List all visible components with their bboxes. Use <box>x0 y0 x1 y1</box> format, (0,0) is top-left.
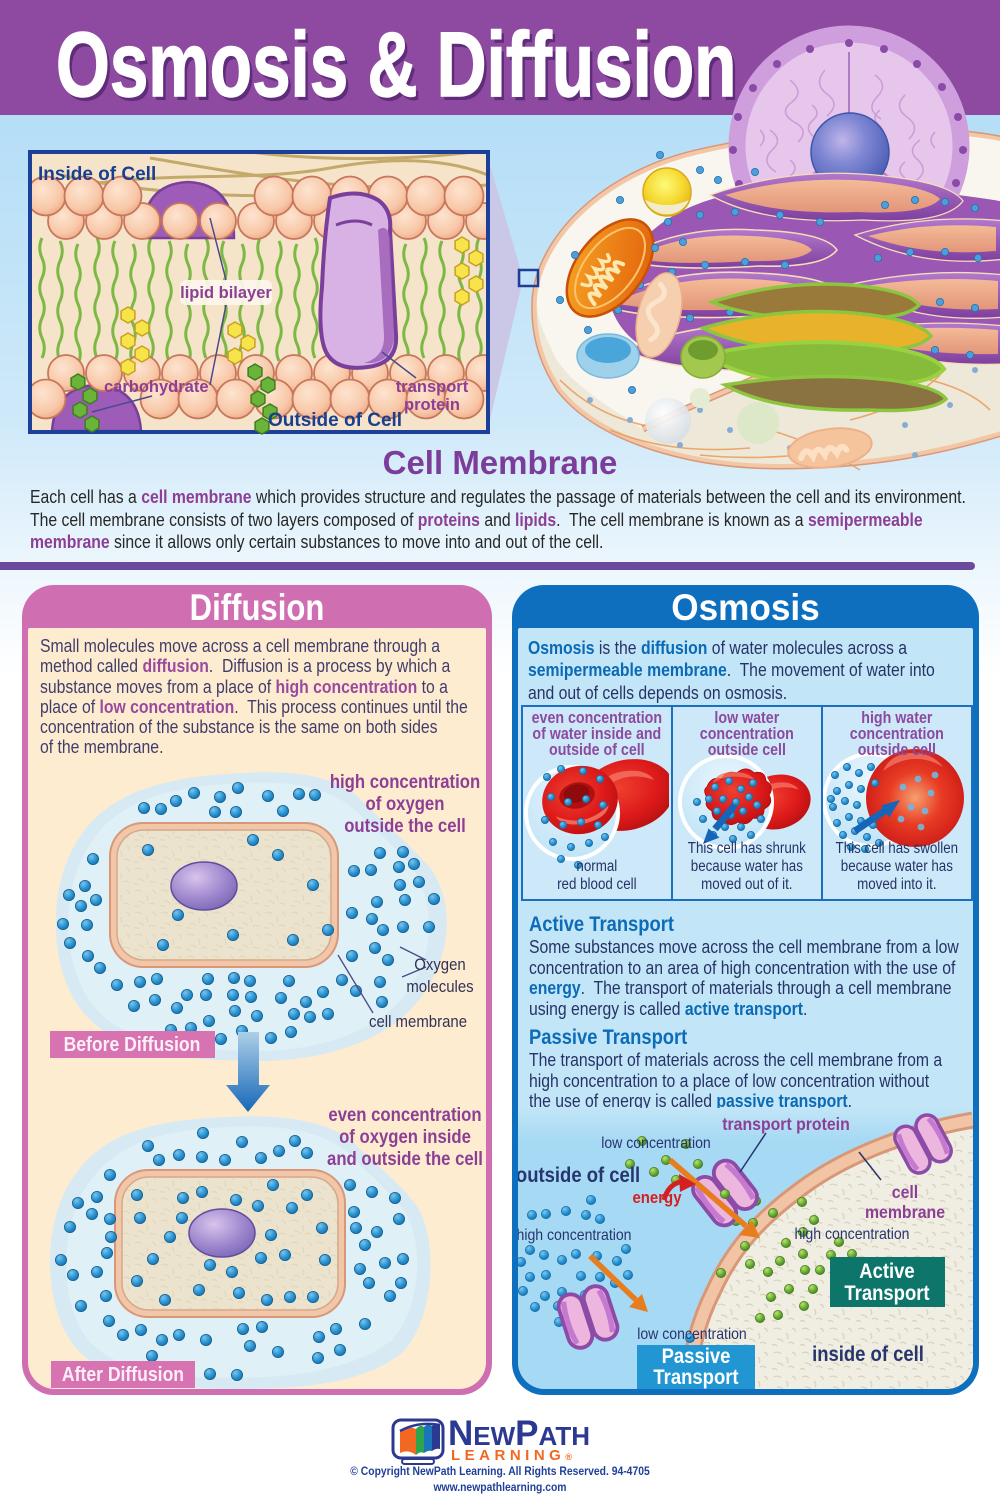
svg-text:low concentration: low concentration <box>637 1325 747 1343</box>
svg-text:Oxygen: Oxygen <box>414 956 466 974</box>
svg-text:transport: transport <box>396 378 469 396</box>
svg-text:high concentration: high concentration <box>518 1226 632 1244</box>
svg-text:cell: cell <box>892 1182 918 1202</box>
svg-text:molecules: molecules <box>406 978 473 996</box>
svg-text:carbohydrate: carbohydrate <box>104 378 209 396</box>
svg-text:lipid bilayer: lipid bilayer <box>180 284 272 302</box>
svg-text:After Diffusion: After Diffusion <box>62 1363 184 1385</box>
svg-text:Passive: Passive <box>662 1345 731 1368</box>
svg-text:cell membrane: cell membrane <box>369 1013 467 1031</box>
svg-text:protein: protein <box>404 396 460 414</box>
svg-text:and outside the cell: and outside the cell <box>327 1148 483 1169</box>
svg-text:Active: Active <box>859 1260 914 1283</box>
svg-text:even concentration: even concentration <box>328 1104 481 1125</box>
svg-text:transport protein: transport protein <box>722 1114 849 1134</box>
svg-text:low concentration: low concentration <box>601 1134 711 1152</box>
svg-text:energy: energy <box>632 1189 681 1207</box>
svg-text:outside of cell: outside of cell <box>518 1164 640 1187</box>
svg-text:inside of cell: inside of cell <box>812 1343 924 1366</box>
svg-text:Inside of Cell: Inside of Cell <box>38 164 156 185</box>
svg-text:Transport: Transport <box>653 1366 739 1389</box>
svg-text:outside the cell: outside the cell <box>344 815 466 836</box>
svg-text:of oxygen: of oxygen <box>366 793 445 814</box>
svg-text:high concentration: high concentration <box>330 771 480 792</box>
svg-text:Outside of Cell: Outside of Cell <box>268 410 402 431</box>
svg-text:Before Diffusion: Before Diffusion <box>64 1033 201 1055</box>
svg-text:of oxygen inside: of oxygen inside <box>339 1126 471 1147</box>
svg-text:membrane: membrane <box>865 1202 945 1222</box>
svg-text:high concentration: high concentration <box>794 1225 909 1243</box>
svg-text:Transport: Transport <box>844 1282 930 1305</box>
